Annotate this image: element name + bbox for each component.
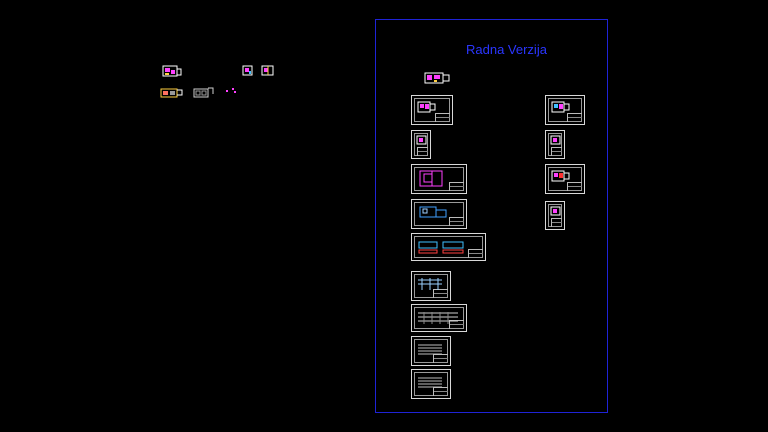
sheet-12[interactable] xyxy=(545,164,585,194)
sheet-11[interactable] xyxy=(545,130,565,159)
sheet-6[interactable] xyxy=(411,271,451,301)
layout-frame[interactable] xyxy=(375,19,608,413)
sheet-2[interactable] xyxy=(411,130,431,159)
drawing-title: Radna Verzija xyxy=(466,42,547,57)
sheet-5[interactable] xyxy=(411,233,486,261)
sheet-1[interactable] xyxy=(411,95,453,125)
sheet-10[interactable] xyxy=(545,95,585,125)
sheet-3[interactable] xyxy=(411,164,467,194)
loose-plan-1 xyxy=(162,65,182,77)
loose-plan-3 xyxy=(261,65,274,76)
loose-plan-5 xyxy=(193,87,214,98)
loose-plan-2 xyxy=(242,65,253,76)
loose-plan-4 xyxy=(160,88,183,98)
sheet-7[interactable] xyxy=(411,304,467,332)
sheet-8[interactable] xyxy=(411,336,451,366)
sheet-13[interactable] xyxy=(545,201,565,230)
site-plan-thumbnail xyxy=(424,72,450,84)
loose-plan-6 xyxy=(226,88,236,93)
sheet-9[interactable] xyxy=(411,369,451,399)
sheet-4[interactable] xyxy=(411,199,467,229)
